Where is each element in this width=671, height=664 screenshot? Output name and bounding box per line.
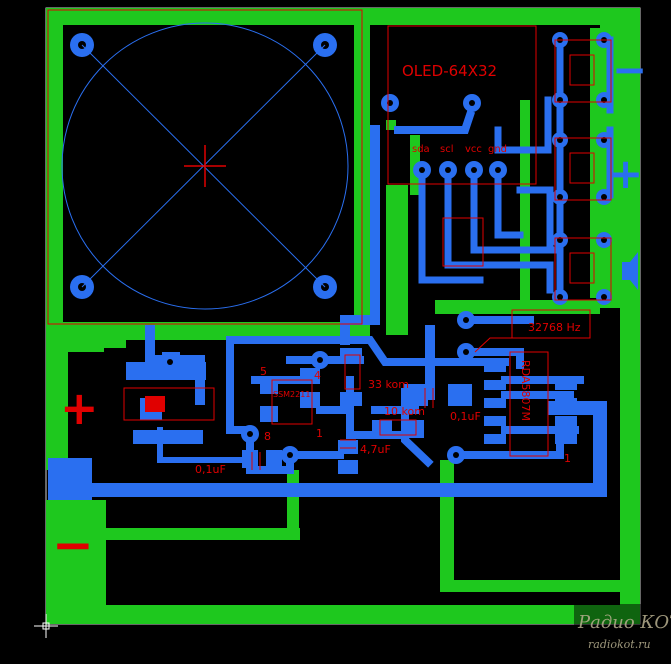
amp-pin8-label: 8	[264, 430, 271, 443]
switch-actuator	[145, 396, 165, 412]
amp-pin5-label: 5	[260, 365, 267, 378]
pin-label-vcc: vcc	[465, 144, 482, 155]
resistor-10k-label: 10 kom	[384, 405, 425, 418]
watermark-script: Радио КОТ	[577, 612, 671, 633]
speaker-center-mark	[184, 145, 226, 187]
oled-label: OLED-64X32	[402, 62, 497, 80]
origin-marker	[34, 614, 58, 638]
pin-label-scl: scl	[440, 144, 454, 155]
amp-pin4-label: 4	[314, 369, 321, 382]
minus-sign-top: −	[612, 45, 647, 94]
crystal-label: 32768 Hz	[528, 321, 581, 334]
speaker-icon	[622, 252, 638, 290]
plus-sign-power: +	[60, 381, 99, 435]
cap-01uf-right-label: 0,1uF	[450, 410, 481, 423]
watermark: Радио КОТ radiokot.ru	[574, 604, 671, 658]
cap-01uf-left-label: 0,1uF	[195, 463, 226, 476]
watermark-site: radiokot.ru	[588, 638, 651, 651]
amp-pin1-label: 1	[316, 427, 323, 440]
button-signs: − + + −	[52, 45, 647, 574]
rda-chip-label: RDA5807M	[519, 360, 532, 421]
plus-sign-right: +	[608, 149, 643, 198]
silkscreen	[47, 9, 612, 470]
resistor-33k-label: 33 kom	[368, 378, 409, 391]
minus-sign-power: −	[52, 516, 94, 574]
cap-47uf-label: 4,7uF	[360, 443, 391, 456]
rda-pin1-label: 1	[564, 452, 571, 465]
text-labels: OLED-64X32 sda scl vcc gnd 32768 Hz RDA5…	[195, 62, 581, 476]
pin-label-sda: sda	[412, 144, 430, 155]
copper-bottom-layer	[68, 36, 614, 497]
ssm-chip-label: SSM2211	[273, 390, 310, 399]
pin-label-gnd: gnd	[488, 144, 507, 155]
